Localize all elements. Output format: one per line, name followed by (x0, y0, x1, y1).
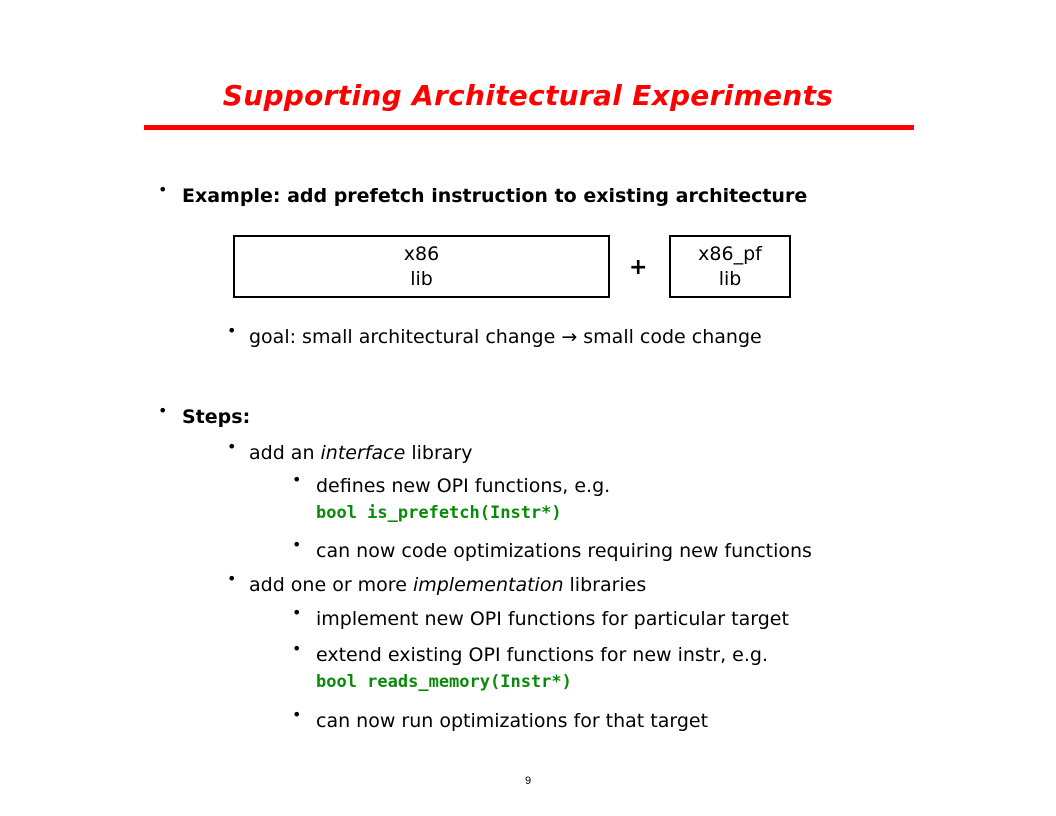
step2-pre: add one or more (249, 574, 413, 596)
step1-post: library (405, 442, 473, 464)
step-implementation-libraries: add one or more implementation libraries (249, 574, 646, 596)
step2-sub3-text: can now run optimizations for that targe… (316, 710, 709, 732)
step1-pre: add an (249, 442, 321, 464)
step2-sub1-text: implement new OPI functions for particul… (316, 608, 789, 630)
step2-sub2-text: extend existing OPI functions for new in… (316, 644, 769, 666)
bullet-dot: • (292, 535, 302, 554)
page-number: 9 (524, 775, 532, 787)
x86-pf-lib-box-line2: lib (718, 267, 742, 290)
step1-sub2-text: can now code optimizations requiring new… (316, 540, 812, 562)
example-heading: Example: add prefetch instruction to exi… (182, 185, 808, 207)
x86-lib-box: x86 lib (233, 235, 610, 298)
step2-sub2-code: bool reads_memory(Instr*) (316, 672, 572, 692)
bullet-dot: • (292, 705, 302, 724)
bullet-dot: • (292, 470, 302, 489)
bullet-dot: • (292, 639, 302, 658)
bullet-dot: • (227, 437, 237, 456)
step-interface-library: add an interface library (249, 442, 472, 464)
x86-pf-lib-box: x86_pf lib (669, 235, 791, 298)
goal-text: goal: small architectural change → small… (249, 326, 762, 348)
bullet-dot: • (227, 321, 237, 340)
slide-title: Supporting Architectural Experiments (222, 79, 834, 112)
x86-lib-box-line1: x86 (403, 242, 440, 265)
bullet-dot: • (158, 401, 168, 420)
x86-pf-lib-box-line1: x86_pf (698, 242, 762, 265)
step1-sub1-code: bool is_prefetch(Instr*) (316, 503, 562, 523)
bullet-dot: • (227, 569, 237, 588)
steps-heading: Steps: (182, 406, 251, 428)
plus-sign: + (629, 255, 648, 280)
bullet-dot: • (158, 180, 168, 199)
step2-post: libraries (563, 574, 647, 596)
step2-em: implementation (412, 574, 564, 596)
title-underline (144, 125, 914, 130)
step1-sub1-text: defines new OPI functions, e.g. (316, 475, 611, 497)
bullet-dot: • (292, 603, 302, 622)
step1-em: interface (320, 442, 406, 464)
x86-lib-box-line2: lib (410, 267, 433, 290)
